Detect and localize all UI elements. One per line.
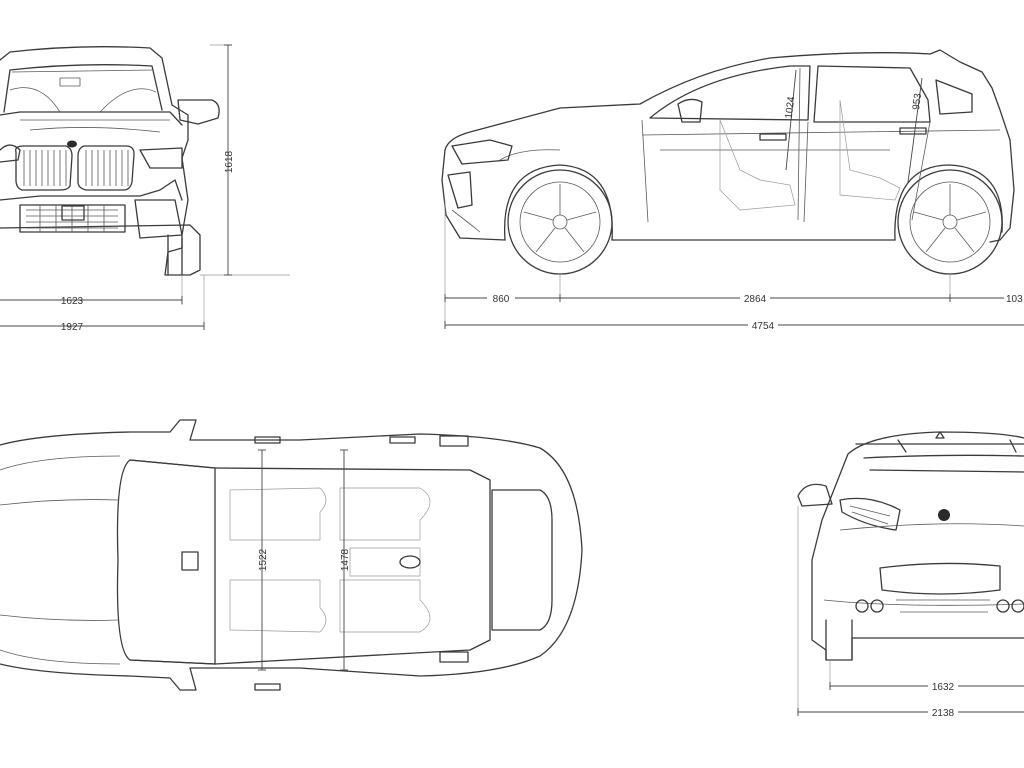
side-view: 1024 953 860 2864 103 4754 <box>441 49 1024 332</box>
bmw-logo-icon <box>67 140 77 148</box>
rear-view: 1632 2138 <box>797 431 1024 719</box>
width-with-mirrors-dimension: 2138 <box>932 708 955 719</box>
front-track-dimension: 1623 <box>61 296 84 307</box>
front-view: 1618 1623 1927 <box>0 44 290 333</box>
wheelbase-dimension: 2864 <box>744 294 767 305</box>
front-overhang-dimension: 860 <box>493 294 510 305</box>
front-height-dimension: 1618 <box>224 150 235 173</box>
rear-interior-width-dimension: 1478 <box>340 548 351 571</box>
rear-track-dimension: 1632 <box>932 682 955 693</box>
rear-overhang-dimension: 103 <box>1006 294 1023 305</box>
rear-headroom-dimension: 953 <box>911 92 924 110</box>
front-width-dimension: 1927 <box>61 322 84 333</box>
overall-length-dimension: 4754 <box>752 321 775 332</box>
bmw-rear-logo-icon <box>938 509 950 521</box>
front-interior-width-dimension: 1522 <box>258 548 269 571</box>
top-view: 1522 1478 <box>0 419 583 691</box>
front-headroom-dimension: 1024 <box>784 96 798 120</box>
